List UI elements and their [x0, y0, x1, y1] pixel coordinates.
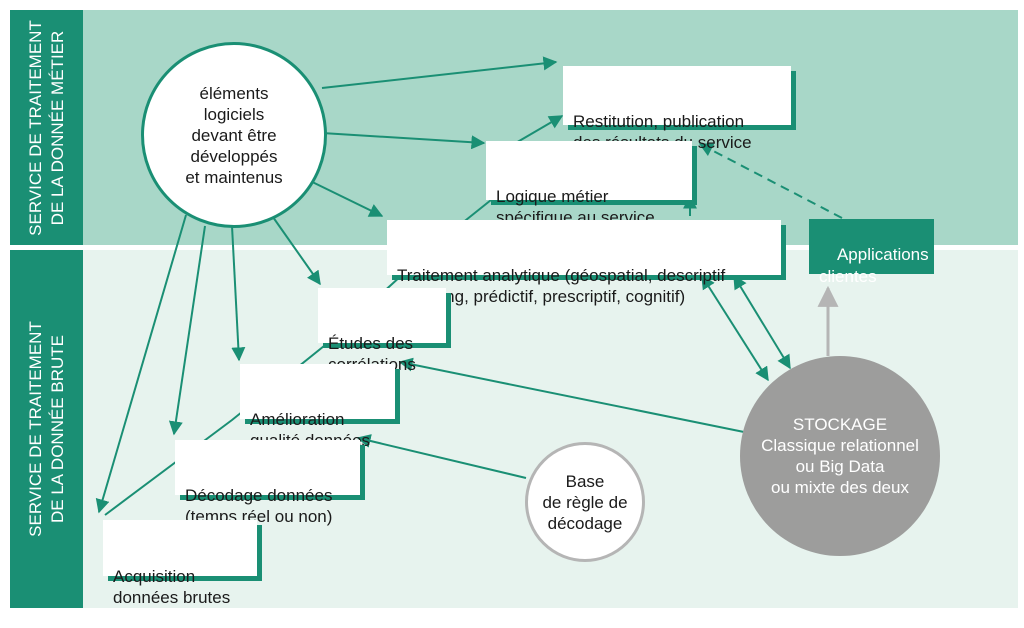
decodage-donnees-box: Décodage données (temps réel ou non): [175, 440, 360, 526]
raw-data-service-side-bar: SERVICE DE TRAITEMENT DE LA DONNÉE BRUTE: [10, 250, 83, 608]
business-service-side-bar: SERVICE DE TRAITEMENT DE LA DONNÉE MÉTIE…: [10, 10, 83, 245]
acquisition-donnees-text: Acquisition données brutes: [113, 567, 231, 607]
amelioration-qualite-box: Amélioration qualité données: [240, 364, 395, 450]
base-regle-decodage-text: Base de règle de décodage: [542, 471, 628, 533]
base-regle-decodage-circle: Base de règle de décodage: [525, 442, 645, 562]
traitement-analytique-box: Traitement analytique (géospatial, descr…: [387, 220, 781, 306]
etudes-correlations-box: Études des corrélations: [318, 288, 446, 374]
arrow-to-etudes: [267, 209, 321, 286]
arrow-to-amelioration: [231, 225, 246, 362]
restitution-box: Restitution, publication des résultats d…: [563, 66, 791, 152]
arrow-logique-to-restitution: [513, 115, 564, 145]
logique-metier-box: Logique métier spécifique au service: [486, 141, 692, 227]
arrow-base-to-decodage: [356, 434, 527, 479]
stockage-circle: STOCKAGE Classique relationnel ou Big Da…: [740, 356, 940, 556]
software-elements-circle: éléments logiciels devant être développé…: [141, 42, 327, 228]
arrow-traitement-stockage-b: [733, 274, 791, 370]
applications-clientes-box: Applications clientes: [809, 219, 934, 286]
arrow-to-decodage: [168, 225, 206, 436]
dashed-arrow-applications-to-restitution: [698, 143, 843, 219]
arrow-to-acquisition: [95, 214, 187, 514]
stockage-text: STOCKAGE Classique relationnel ou Big Da…: [761, 415, 919, 497]
acquisition-donnees-box: Acquisition données brutes: [103, 520, 257, 607]
decodage-donnees-text: Décodage données (temps réel ou non): [185, 486, 333, 526]
applications-clientes-text: Applications clientes: [819, 245, 929, 286]
software-elements-text: éléments logiciels devant être développé…: [185, 83, 283, 187]
arrow-to-restitution: [321, 56, 558, 89]
arrow-to-logique: [321, 132, 486, 150]
traitement-analytique-text: Traitement analytique (géospatial, descr…: [397, 266, 726, 306]
arrow-stockage-to-amelioration: [398, 357, 745, 433]
